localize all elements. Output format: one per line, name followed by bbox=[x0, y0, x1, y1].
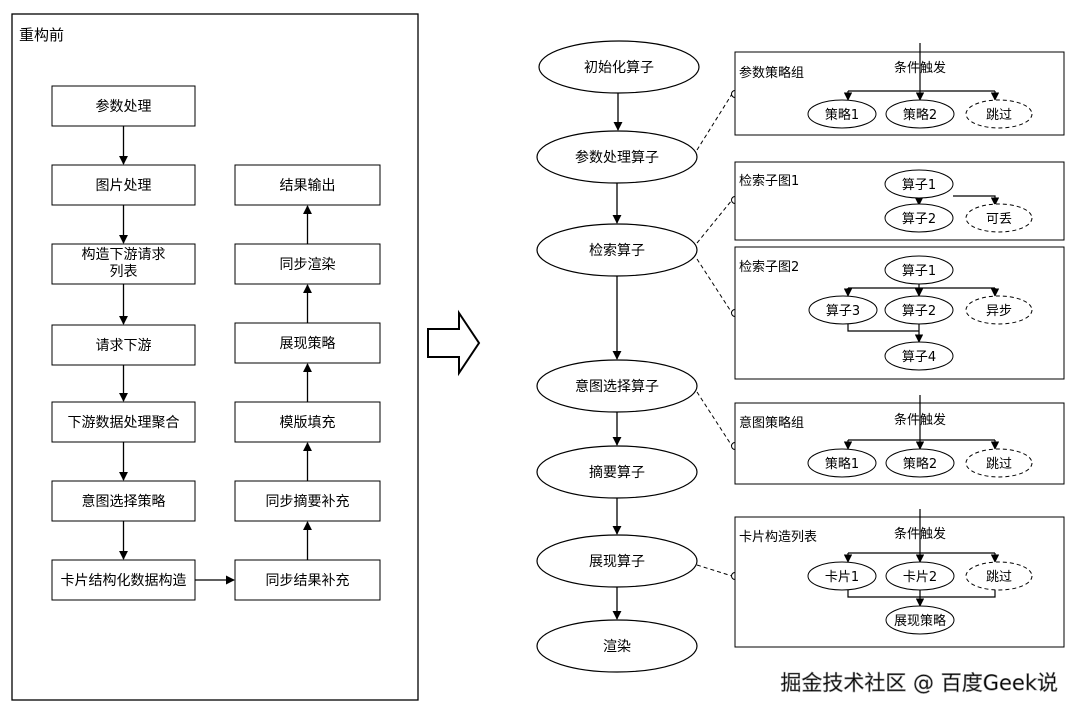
node-label: 异步 bbox=[986, 304, 1012, 319]
operator-node bbox=[808, 295, 878, 325]
strategy-node bbox=[807, 99, 877, 129]
card-node bbox=[885, 561, 955, 591]
process-box-label: 卡片结构化数据构造 bbox=[61, 573, 187, 589]
flow-arrows-col1 bbox=[118, 126, 235, 585]
panel-title: 检索子图1 bbox=[739, 174, 799, 189]
card-node bbox=[807, 561, 877, 591]
process-box-param bbox=[51, 85, 196, 127]
process-box-template bbox=[234, 401, 381, 443]
node-label: 算子1 bbox=[902, 264, 936, 279]
panel-title: 重构前 bbox=[19, 26, 64, 44]
node-label: 卡片2 bbox=[903, 570, 937, 585]
node-label: 跳过 bbox=[986, 108, 1012, 123]
operator-arrows bbox=[612, 93, 623, 620]
node-label: 策略2 bbox=[903, 456, 937, 472]
process-box-summary bbox=[234, 480, 381, 522]
process-box-display bbox=[234, 322, 381, 364]
node-label: 展现策略 bbox=[894, 613, 946, 629]
node-label: 算子2 bbox=[902, 212, 936, 227]
process-box-result bbox=[234, 559, 381, 601]
node-label: 跳过 bbox=[986, 457, 1012, 472]
before-refactor-panel: 重构前 参数处理 图片处理 构造下游请求列表 请求下游 下游数据处理聚合 意图选… bbox=[11, 13, 419, 701]
operator-label: 展现算子 bbox=[589, 554, 645, 570]
process-box-label: 下游数据处理聚合 bbox=[68, 415, 180, 431]
process-box-label: 模版填充 bbox=[280, 415, 336, 431]
process-box-build-request bbox=[51, 243, 196, 285]
process-box-label: 结果输出 bbox=[280, 178, 336, 194]
operator-label: 意图选择算子 bbox=[575, 378, 659, 395]
after-refactor-flow: 初始化算子 参数处理算子 检索算子 意图选择算子 摘要算子 展现算子 渲染 bbox=[536, 40, 1065, 673]
operator-label: 检索算子 bbox=[589, 242, 645, 259]
process-box-label: 同步摘要补充 bbox=[266, 493, 350, 510]
operator-label: 渲染 bbox=[603, 639, 631, 655]
skip-node bbox=[965, 99, 1033, 129]
dashed-connectors bbox=[696, 93, 733, 577]
node-label: 算子3 bbox=[826, 304, 860, 319]
process-box-label: 构造下游请求列表 bbox=[82, 247, 166, 280]
card-build-panel: 卡片构造列表 条件触发 卡片1 卡片2 跳过 展现策略 bbox=[734, 509, 1065, 648]
strategy-node bbox=[807, 448, 877, 478]
operator-render bbox=[536, 619, 698, 673]
process-box-label: 请求下游 bbox=[96, 338, 152, 354]
process-box-label: 展现策略 bbox=[280, 335, 336, 352]
process-box-label: 同步结果补充 bbox=[266, 573, 350, 589]
search-subgraph-1-panel: 检索子图1 算子1 算子2 可丢 bbox=[734, 161, 1065, 241]
process-box-label: 参数处理 bbox=[96, 98, 152, 115]
process-box-label: 意图选择策略 bbox=[82, 493, 166, 510]
node-label: 算子4 bbox=[902, 350, 936, 365]
node-label: 跳过 bbox=[986, 570, 1012, 585]
transform-arrow-icon bbox=[427, 309, 481, 377]
node-label: 策略1 bbox=[825, 456, 859, 472]
node-label: 策略2 bbox=[903, 107, 937, 123]
panel-title: 检索子图2 bbox=[739, 260, 799, 275]
panel-title: 卡片构造列表 bbox=[739, 530, 817, 545]
process-box-render bbox=[234, 243, 381, 285]
operator-node bbox=[884, 341, 954, 371]
process-box-aggregate bbox=[51, 401, 196, 443]
panel-title: 意图策略组 bbox=[739, 415, 804, 431]
operator-node bbox=[884, 295, 954, 325]
skip-node bbox=[965, 448, 1033, 478]
skip-node bbox=[965, 561, 1033, 591]
panel-title: 参数策略组 bbox=[739, 65, 804, 81]
process-box-output bbox=[234, 164, 381, 206]
droppable-node bbox=[965, 203, 1033, 233]
param-strategy-panel: 参数策略组 条件触发 策略1 策略2 跳过 bbox=[734, 43, 1065, 136]
process-box-request bbox=[51, 324, 196, 366]
process-box-label: 同步渲染 bbox=[280, 257, 336, 273]
operator-node bbox=[884, 203, 954, 233]
process-box-card bbox=[51, 559, 196, 601]
node-label: 卡片1 bbox=[825, 570, 859, 585]
display-strategy-node bbox=[885, 605, 955, 635]
operator-init bbox=[538, 40, 700, 94]
node-label: 可丢 bbox=[986, 212, 1012, 227]
intent-strategy-panel: 意图策略组 条件触发 策略1 策略2 跳过 bbox=[734, 395, 1065, 485]
node-label: 算子1 bbox=[902, 178, 936, 193]
watermark: 掘金技术社区 @ 百度Geek说 bbox=[780, 671, 1058, 695]
search-subgraph-2-panel: 检索子图2 算子1 算子3 算子2 异步 算子4 bbox=[734, 246, 1065, 380]
async-node bbox=[965, 295, 1033, 325]
process-box-label: 图片处理 bbox=[96, 178, 152, 194]
strategy-node bbox=[885, 448, 955, 478]
operator-label: 摘要算子 bbox=[589, 464, 645, 481]
node-label: 策略1 bbox=[825, 107, 859, 123]
strategy-node bbox=[885, 99, 955, 129]
operator-label: 参数处理算子 bbox=[575, 149, 659, 166]
operator-label: 初始化算子 bbox=[584, 59, 654, 76]
process-box-image bbox=[51, 164, 196, 206]
node-label: 算子2 bbox=[902, 304, 936, 319]
